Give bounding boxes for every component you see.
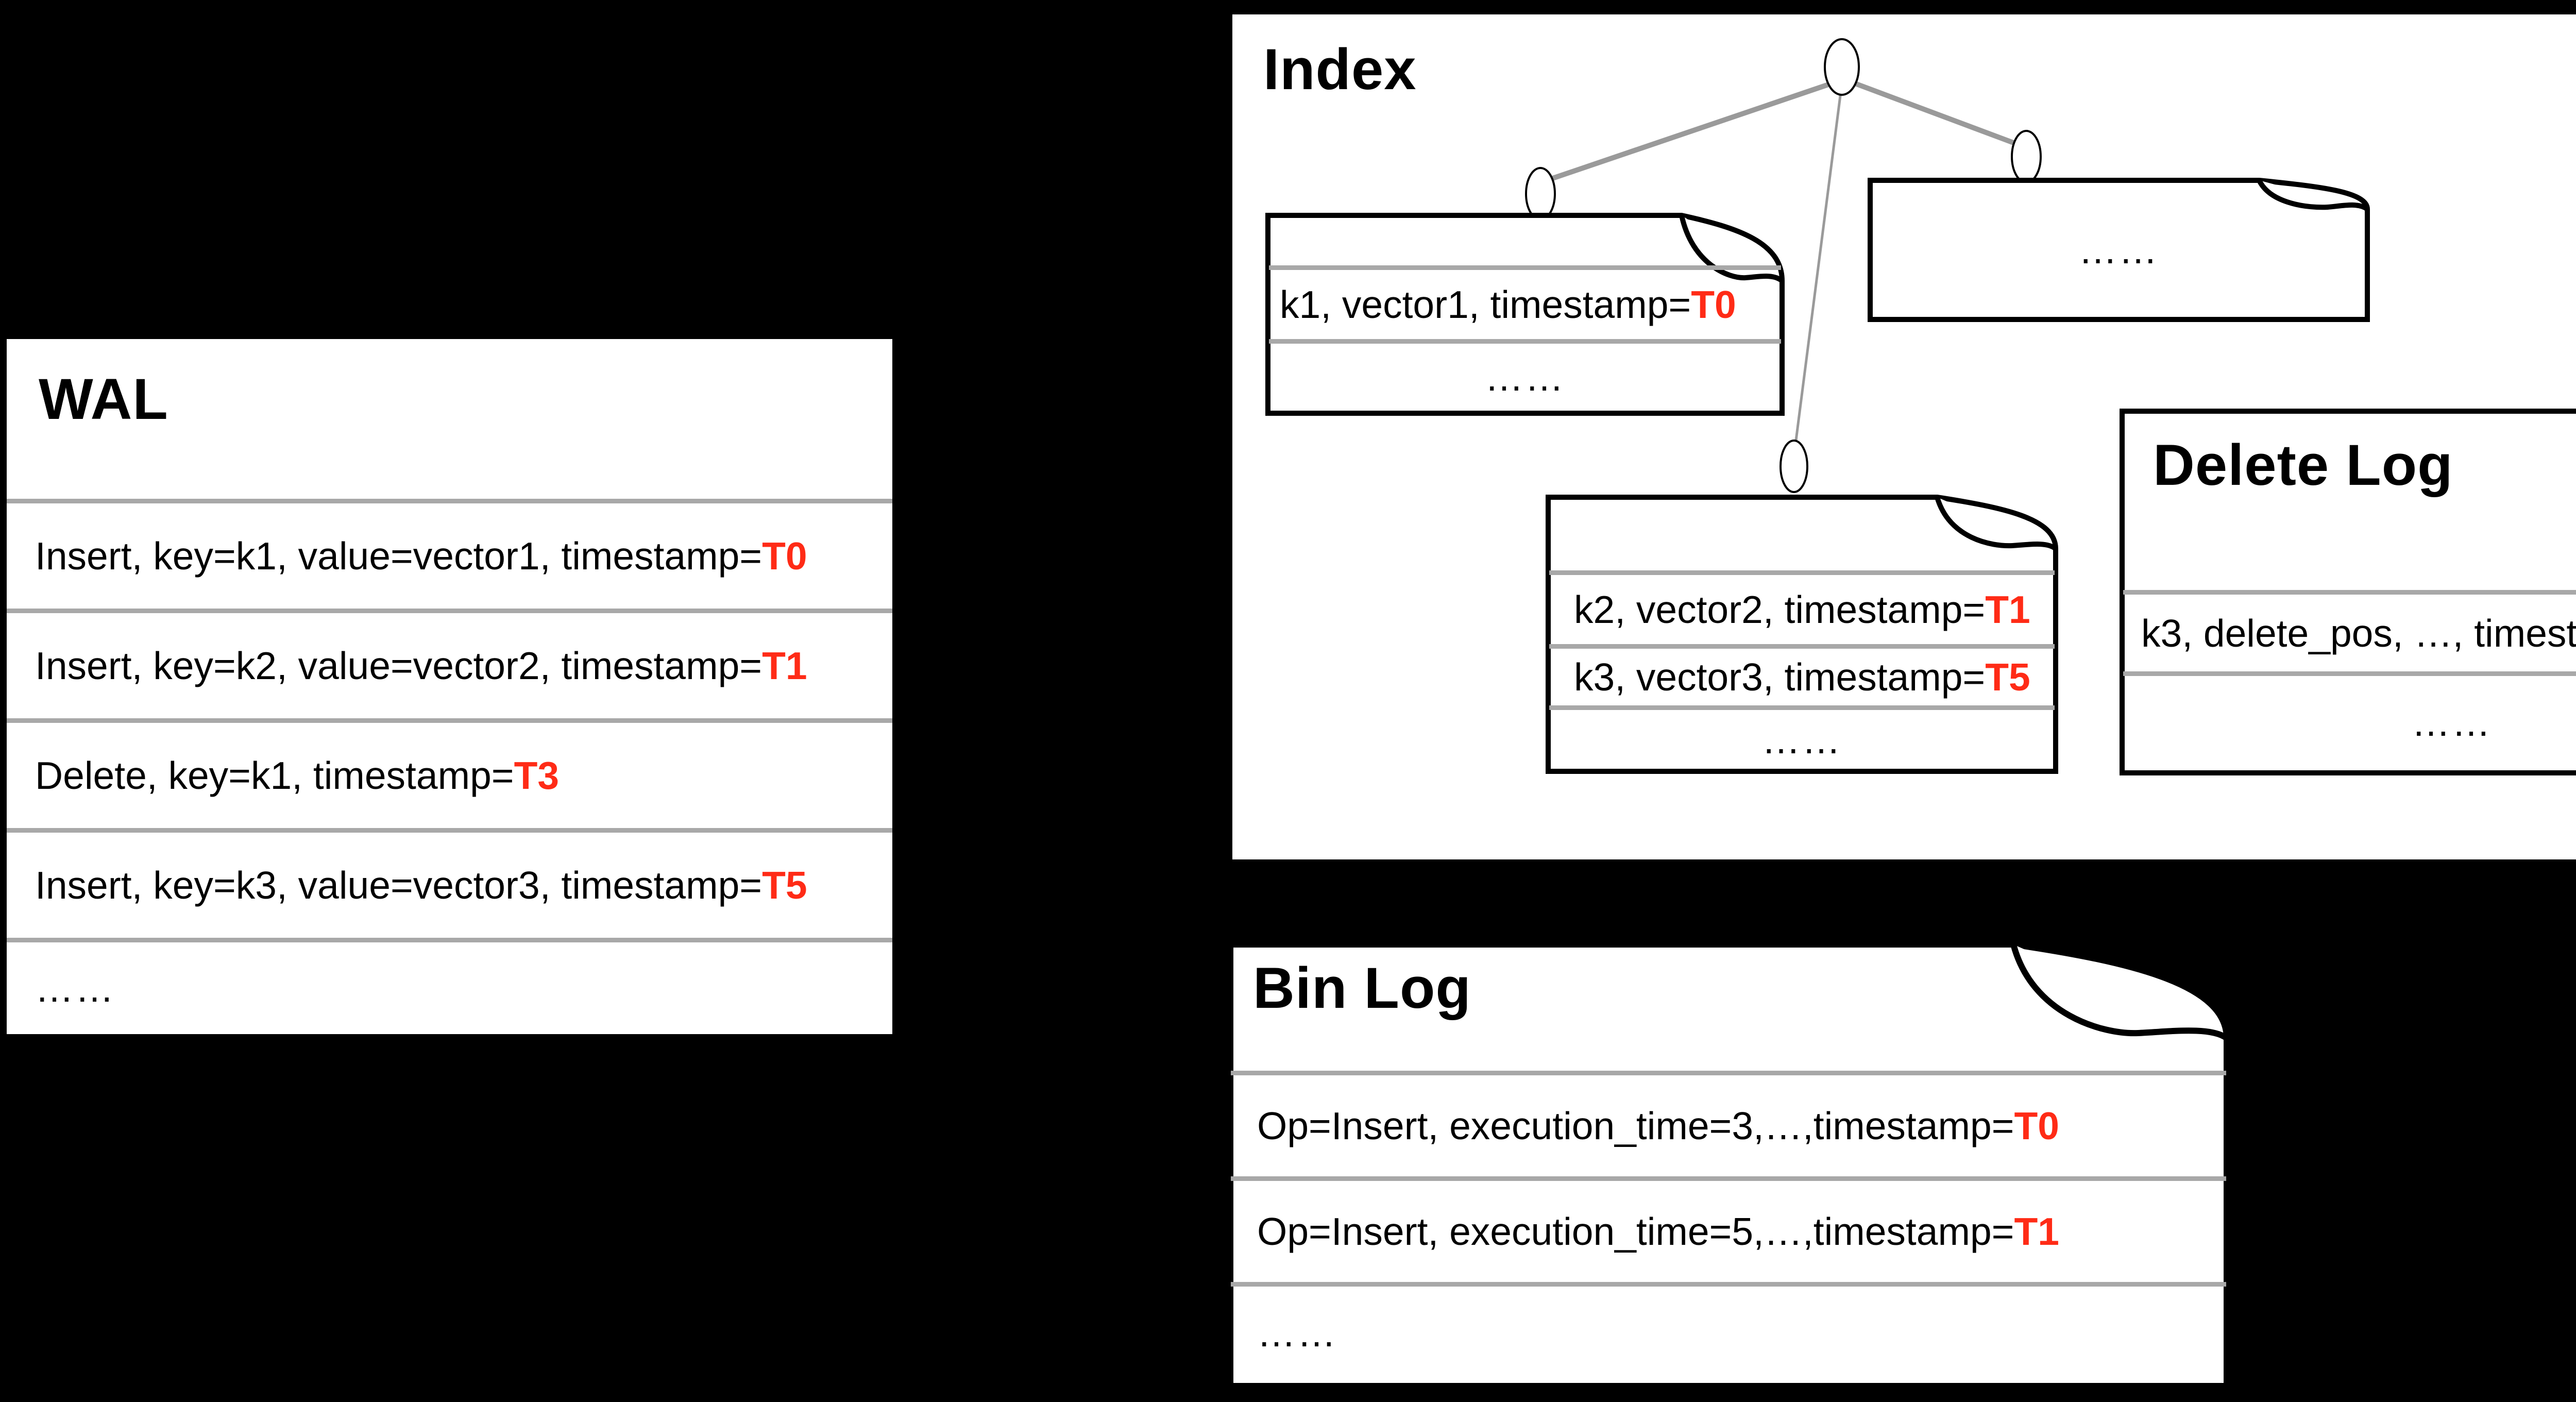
wal-row-1-text: Insert, key=k1, value=vector1, timestamp… bbox=[35, 534, 762, 578]
wal-row-delete-k1: Delete, key=k1, timestamp=T3 bbox=[7, 723, 892, 828]
delete-log-row: k3, delete_pos, …, timestamp=T3 bbox=[2141, 595, 2576, 671]
bin-log-doc: Bin Log Op=Insert, execution_time=3,…,ti… bbox=[1227, 939, 2230, 1391]
segment3-row-2-text: k3, vector3, timestamp= bbox=[1574, 655, 1986, 699]
wal-more-dots: …… bbox=[35, 967, 115, 1010]
segment1-row: k1, vector1, timestamp=T0 bbox=[1280, 270, 1736, 339]
tree-node-middle bbox=[1780, 440, 1808, 493]
segment3-row-k3: k3, vector3, timestamp=T5 bbox=[1574, 649, 2030, 705]
delete-log-more-dots: …… bbox=[2412, 701, 2492, 744]
segment1-row-timestamp: T0 bbox=[1691, 283, 1736, 326]
tree-edge-root-middle bbox=[1793, 91, 1842, 449]
bin-log-title: Bin Log bbox=[1253, 956, 1471, 1020]
bin-log-row-1: Op=Insert, execution_time=3,…,timestamp=… bbox=[1257, 1075, 2059, 1176]
segment2-more-row: …… bbox=[1868, 176, 2370, 324]
segment2-more-dots: …… bbox=[2078, 228, 2159, 272]
segment-doc-more: …… bbox=[1868, 176, 2370, 324]
doc-separator bbox=[1549, 570, 2055, 575]
wal-separator bbox=[7, 609, 892, 613]
doc-separator bbox=[1549, 705, 2055, 710]
wal-row-1-timestamp: T0 bbox=[762, 534, 807, 578]
page-fold-corner bbox=[2010, 943, 2229, 1041]
delete-log-title: Delete Log bbox=[2153, 433, 2453, 497]
delete-log-doc: Delete Log k3, delete_pos, …, timestamp=… bbox=[2120, 407, 2576, 777]
delete-log-more-row: …… bbox=[2120, 676, 2576, 769]
segment1-row-text: k1, vector1, timestamp= bbox=[1280, 283, 1691, 326]
wal-title-row: WAL bbox=[7, 339, 892, 499]
wal-row-more: …… bbox=[7, 942, 892, 1034]
doc-separator bbox=[1231, 1176, 2226, 1181]
page-fold-corner bbox=[1935, 496, 2058, 551]
doc-separator bbox=[1549, 644, 2055, 649]
page-fold-corner bbox=[2257, 179, 2369, 212]
wal-row-insert-k2: Insert, key=k2, value=vector2, timestamp… bbox=[7, 613, 892, 718]
doc-separator bbox=[1269, 265, 1781, 270]
tree-node-right bbox=[2011, 130, 2042, 183]
wal-separator bbox=[7, 718, 892, 723]
delete-log-title-row: Delete Log bbox=[2153, 432, 2453, 498]
segment3-row-k2: k2, vector2, timestamp=T1 bbox=[1574, 575, 2030, 644]
delete-log-row-text: k3, delete_pos, …, timestamp= bbox=[2141, 611, 2576, 655]
tree-edge-root-left bbox=[1546, 81, 1831, 183]
page-fold-corner bbox=[1679, 214, 1784, 283]
wal-row-3-text: Delete, key=k1, timestamp= bbox=[35, 754, 514, 797]
folded-page-shape bbox=[1546, 495, 2058, 774]
index-tree bbox=[1525, 38, 2042, 493]
folded-page-shape bbox=[1227, 941, 2230, 1389]
wal-separator bbox=[7, 499, 892, 503]
segment3-row-2-timestamp: T5 bbox=[1985, 655, 2030, 699]
wal-title: WAL bbox=[39, 367, 168, 431]
tree-node-root bbox=[1824, 38, 1860, 96]
bin-log-row-1-text: Op=Insert, execution_time=3,…,timestamp= bbox=[1257, 1104, 2014, 1147]
doc-separator bbox=[2123, 671, 2576, 676]
wal-separator bbox=[7, 828, 892, 833]
index-panel: Index k1, vector1, timestamp=T0 …… bbox=[1232, 14, 2576, 859]
doc-separator bbox=[1231, 1282, 2226, 1287]
wal-row-4-timestamp: T5 bbox=[762, 864, 807, 907]
doc-separator bbox=[1231, 1071, 2226, 1075]
segment-doc-k1: k1, vector1, timestamp=T0 …… bbox=[1265, 211, 1785, 417]
wal-row-2-text: Insert, key=k2, value=vector2, timestamp… bbox=[35, 644, 762, 687]
folded-page-shape bbox=[1868, 178, 2370, 322]
segment1-more-row: …… bbox=[1265, 344, 1785, 411]
segment3-row-1-text: k2, vector2, timestamp= bbox=[1574, 588, 1986, 631]
segment3-row-1-timestamp: T1 bbox=[1985, 588, 2030, 631]
bin-log-row-1-timestamp: T0 bbox=[2014, 1104, 2059, 1147]
segment3-more-dots: …… bbox=[1761, 718, 1842, 762]
bin-log-more-dots: …… bbox=[1257, 1311, 1337, 1355]
doc-separator bbox=[2123, 590, 2576, 595]
tree-edge-root-right bbox=[1853, 80, 2019, 147]
segment-doc-k2-k3: k2, vector2, timestamp=T1 k3, vector3, t… bbox=[1546, 493, 2058, 775]
wal-row-4-text: Insert, key=k3, value=vector3, timestamp… bbox=[35, 864, 762, 907]
index-title: Index bbox=[1263, 37, 1417, 102]
wal-row-insert-k1: Insert, key=k1, value=vector1, timestamp… bbox=[7, 503, 892, 609]
wal-row-insert-k3: Insert, key=k3, value=vector3, timestamp… bbox=[7, 833, 892, 938]
bin-log-row-2-timestamp: T1 bbox=[2014, 1210, 2059, 1253]
wal-box: WAL Insert, key=k1, value=vector1, times… bbox=[5, 337, 894, 1036]
folded-page-shape bbox=[1265, 213, 1785, 416]
bin-log-title-row: Bin Log bbox=[1253, 955, 1471, 1021]
segment1-more-dots: …… bbox=[1485, 356, 1565, 399]
bin-log-more-row: …… bbox=[1257, 1287, 1337, 1379]
bin-log-row-2-text: Op=Insert, execution_time=5,…,timestamp= bbox=[1257, 1210, 2014, 1253]
segment3-more-row: …… bbox=[1546, 710, 2058, 769]
doc-separator bbox=[1269, 339, 1781, 344]
wal-row-3-timestamp: T3 bbox=[514, 754, 560, 797]
bin-log-row-2: Op=Insert, execution_time=5,…,timestamp=… bbox=[1257, 1181, 2059, 1282]
wal-row-2-timestamp: T1 bbox=[762, 644, 807, 687]
wal-separator bbox=[7, 938, 892, 942]
